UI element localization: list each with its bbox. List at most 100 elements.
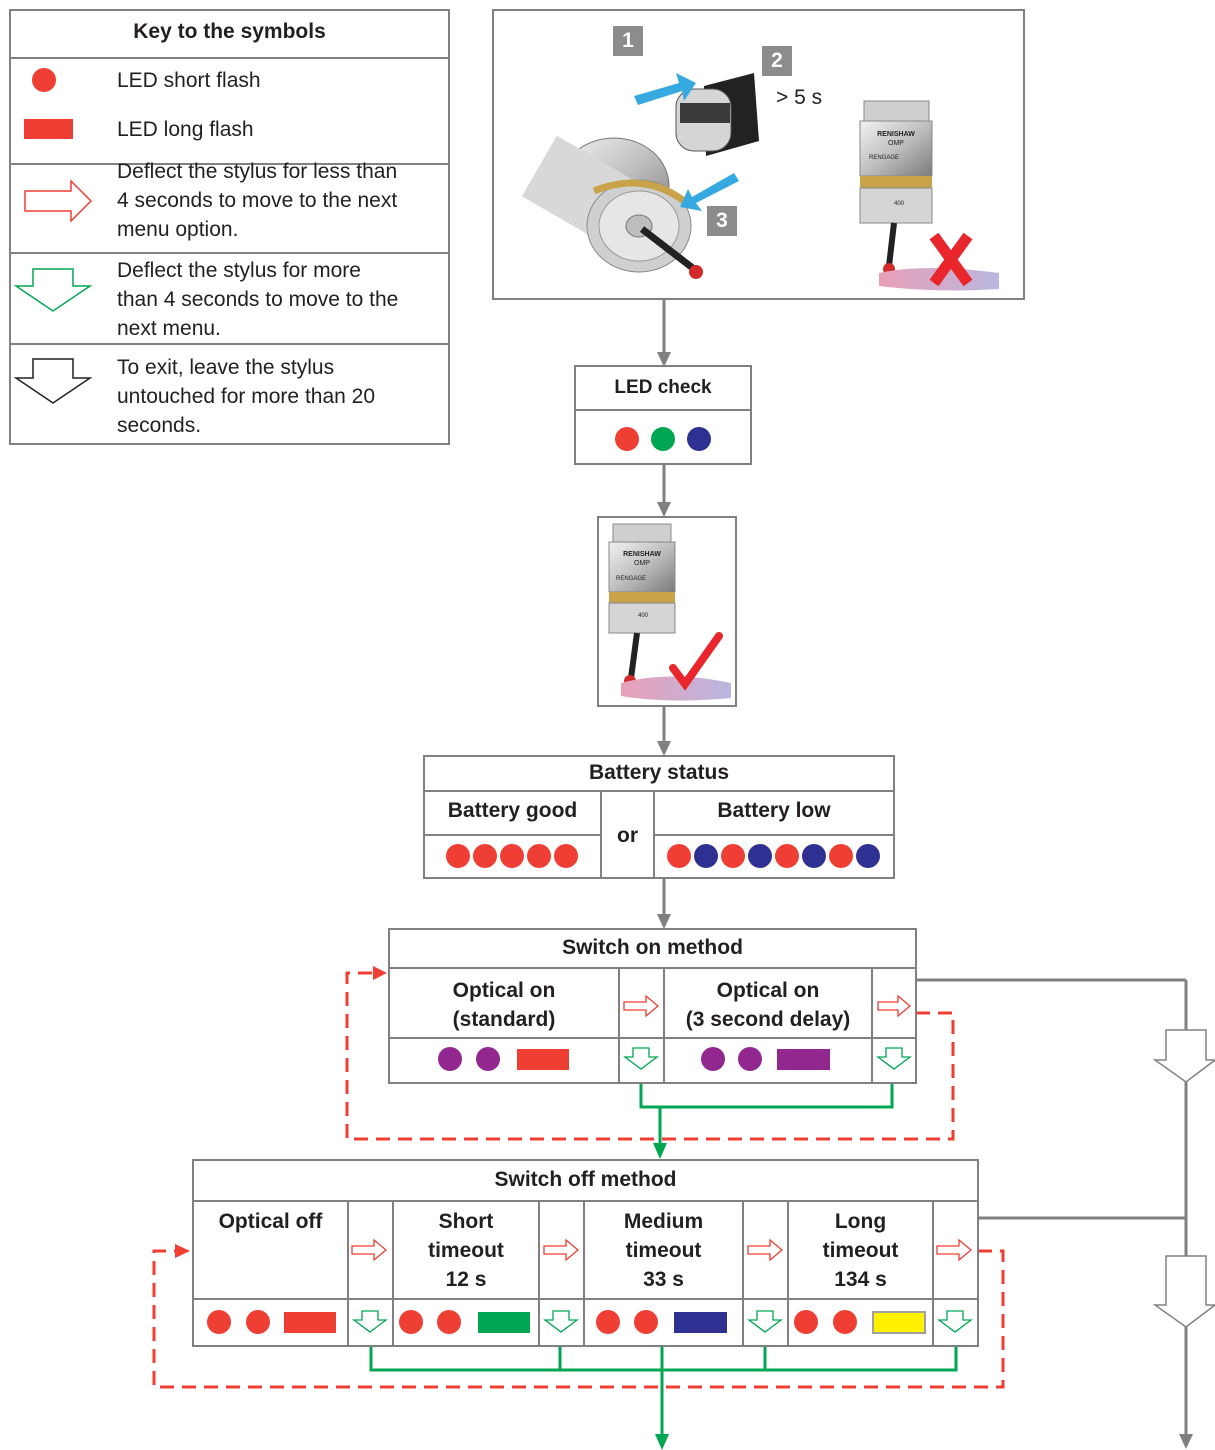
step-badge-2: 2 [762, 46, 792, 76]
arrowhead-green-exit [655, 1434, 669, 1450]
flash-dot [437, 1310, 461, 1334]
switchon-green-join [639, 1083, 894, 1109]
key-item-short-flash: LED short flash [117, 69, 261, 92]
flash-dot [554, 844, 578, 868]
next-menu-arrow-icon [352, 1310, 388, 1333]
red-bar-icon [24, 119, 73, 139]
flash-dot [856, 844, 880, 868]
flash-dot [596, 1310, 620, 1334]
battery-status-box: Battery status Battery good or Battery l… [423, 755, 895, 879]
red-cross-icon [929, 232, 973, 287]
flash-dot [748, 844, 772, 868]
svg-text:RENGAGE: RENGAGE [616, 576, 646, 582]
svg-text:RENISHAW: RENISHAW [877, 131, 915, 138]
arrowhead-switchon [657, 914, 671, 929]
arrowhead-battery [657, 741, 671, 756]
switch-off-option-optical: Optical off [218, 1210, 323, 1233]
svg-text:OMP: OMP [634, 560, 650, 567]
exit-arrow-icon [1152, 1029, 1215, 1083]
next-menu-arrow-icon [543, 1310, 579, 1333]
switch-on-symbols [438, 994, 912, 1071]
next-menu-arrow-icon [937, 1310, 973, 1333]
arrowhead-exit [1179, 1434, 1193, 1449]
step2-duration: > 5 s [776, 86, 823, 109]
battery-or-label: or [617, 824, 638, 847]
svg-text:OMP: OMP [888, 140, 904, 147]
black-down-arrow-icon [13, 358, 93, 404]
battery-cassette [675, 73, 759, 156]
led-check-dots [615, 427, 711, 451]
flash-dot [802, 844, 826, 868]
svg-text:RENISHAW: RENISHAW [623, 551, 661, 558]
svg-text:400: 400 [638, 613, 649, 619]
flash-dot [738, 1047, 762, 1071]
flash-bar [777, 1049, 830, 1070]
flash-bar [284, 1312, 336, 1333]
flash-dot [207, 1310, 231, 1334]
key-item-long-flash: LED long flash [117, 118, 254, 141]
arrowhead-touch [657, 502, 671, 517]
flash-dot [476, 1047, 500, 1071]
battery-good-label: Battery good [447, 799, 578, 822]
led-check-box: LED check [574, 365, 752, 465]
arrowhead-led [657, 352, 671, 367]
red-check-icon [669, 632, 723, 691]
next-menu-arrow-icon [876, 1047, 912, 1070]
probe-upright: RENISHAW OMP RENGAGE 400 [859, 100, 999, 291]
led-dot-green [651, 427, 675, 451]
svg-text:RENGAGE: RENGAGE [869, 155, 899, 161]
battery-low-label: Battery low [717, 799, 831, 822]
next-option-arrow-icon [936, 1238, 973, 1262]
symbol-key-title: Key to the symbols [133, 20, 326, 43]
stylus-touch-illustration: RENISHAW OMP RENGAGE 400 [597, 516, 737, 707]
symbol-key: Key to the symbols LED short flash LED l… [9, 9, 450, 445]
flash-dot [829, 844, 853, 868]
led-dot-red [615, 427, 639, 451]
battery-good-flash [446, 844, 578, 868]
flash-bar [517, 1049, 569, 1070]
switch-on-method-box: Switch on method Optical on(standard) Op… [388, 928, 917, 1084]
red-right-arrow-icon [24, 179, 93, 223]
switch-on-title: Switch on method [562, 936, 743, 959]
flash-dot [721, 844, 745, 868]
blue-return-arrow-icon [680, 173, 739, 211]
flash-dot [833, 1310, 857, 1334]
next-option-arrow-icon [747, 1238, 784, 1262]
exit-arrow-icon [1152, 1255, 1215, 1328]
battery-insert-illustration: RENISHAW OMP RENGAGE 400 1 2 > 5 s 3 [492, 9, 1025, 300]
flash-dot [667, 844, 691, 868]
flash-dot [446, 844, 470, 868]
stylus-touch-drawing: RENISHAW OMP RENGAGE 400 [608, 523, 731, 701]
flash-bar [478, 1312, 530, 1333]
next-option-arrow-icon [351, 1238, 388, 1262]
battery-status-title: Battery status [588, 761, 730, 784]
red-dot-icon [32, 68, 56, 92]
flash-dot [500, 844, 524, 868]
led-dot-blue [687, 427, 711, 451]
flash-dot [527, 844, 551, 868]
svg-text:400: 400 [894, 201, 905, 207]
flash-dot [694, 844, 718, 868]
next-option-arrow-icon [877, 994, 912, 1018]
next-menu-arrow-icon [747, 1310, 783, 1333]
led-check-title: LED check [614, 377, 712, 398]
switch-off-symbols [207, 1238, 973, 1334]
switchoff-loop-dashed [152, 1249, 1005, 1389]
flash-dot [701, 1047, 725, 1071]
flash-dot [794, 1310, 818, 1334]
flash-dot [399, 1310, 423, 1334]
battery-insert-drawing: RENISHAW OMP RENGAGE 400 [521, 73, 999, 291]
next-option-arrow-icon [543, 1238, 580, 1262]
flash-dot [473, 844, 497, 868]
switchon-loop-dashed [345, 971, 955, 1141]
green-down-arrow-icon [13, 268, 93, 312]
flash-bar [872, 1311, 926, 1334]
battery-low-flash [667, 844, 880, 868]
